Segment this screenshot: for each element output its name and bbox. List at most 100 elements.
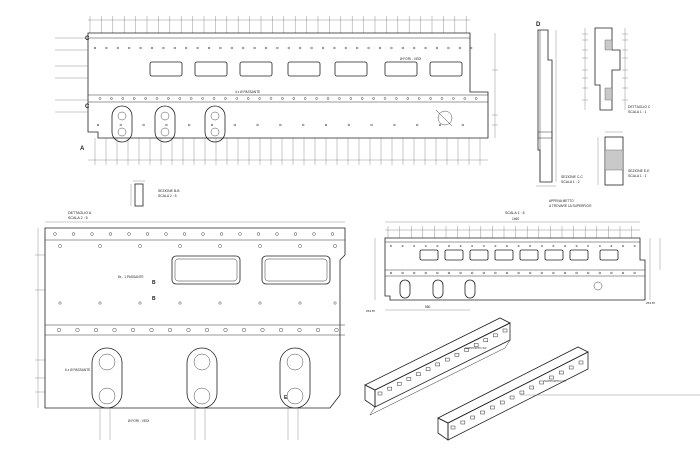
section-d-marker: D — [536, 22, 541, 28]
rectangular-window — [494, 249, 514, 261]
iso-window — [568, 365, 574, 370]
iso-window — [529, 385, 535, 390]
iso-window — [387, 386, 392, 391]
small-hole — [378, 46, 382, 50]
detail-a-slots — [91, 347, 311, 409]
small-hole — [370, 123, 373, 127]
small-hole — [110, 97, 113, 100]
small-hole — [138, 244, 142, 248]
iso-window — [549, 375, 554, 380]
small-hole — [324, 123, 328, 127]
small-hole — [529, 271, 532, 275]
small-hole — [256, 232, 261, 236]
small-hole — [121, 97, 125, 100]
small-hole — [360, 97, 364, 100]
dim-e-marker: E — [284, 395, 288, 401]
small-hole — [241, 327, 247, 333]
tap-note: Ø FORI - VEDI — [400, 57, 421, 61]
small-hole — [150, 46, 154, 50]
small-hole — [395, 97, 398, 100]
small-hole — [461, 123, 464, 127]
small-hole — [204, 327, 210, 333]
small-hole — [303, 97, 307, 100]
rectangular-window — [569, 249, 589, 261]
small-hole — [598, 271, 601, 275]
small-hole — [253, 46, 256, 50]
small-hole — [105, 46, 108, 50]
small-hole — [186, 327, 191, 333]
rectangular-window — [544, 249, 564, 261]
small-hole — [424, 46, 427, 50]
iso-window — [539, 380, 544, 385]
small-hole — [201, 97, 204, 100]
small-hole — [218, 244, 222, 248]
small-hole — [132, 97, 136, 100]
small-hole — [315, 97, 318, 100]
note-burr-2: A TROVARE LA SUPERFICIE — [549, 204, 592, 208]
section-c-marker-2: C — [85, 104, 90, 110]
small-hole — [610, 245, 613, 247]
small-hole — [235, 97, 239, 100]
small-hole — [108, 232, 113, 236]
small-hole — [471, 245, 474, 247]
iso-window — [464, 348, 469, 352]
small-hole — [575, 245, 578, 247]
dim-560: 560 — [425, 305, 431, 309]
small-hole — [506, 245, 508, 247]
iso-part-1 — [364, 317, 511, 416]
small-hole — [96, 123, 100, 127]
iso-window — [454, 352, 460, 357]
iso-window — [499, 400, 505, 405]
section-bb-scale: SCALA 2 : 5 — [158, 194, 177, 198]
small-hole — [188, 123, 191, 127]
rectangular-window — [469, 249, 489, 261]
small-hole — [182, 232, 187, 236]
rectangular-window — [194, 61, 228, 77]
small-hole — [53, 232, 57, 236]
small-hole — [224, 97, 227, 100]
small-hole — [621, 271, 625, 275]
small-hole — [112, 327, 117, 333]
small-hole — [417, 97, 421, 100]
small-hole — [330, 232, 335, 236]
small-hole — [281, 97, 284, 100]
iso-part-2 — [437, 346, 589, 441]
section-d-profile: D — [536, 22, 557, 187]
small-hole — [58, 301, 62, 305]
iso-window — [509, 395, 515, 400]
small-hole — [298, 244, 302, 248]
iso-window — [435, 362, 440, 367]
section-a-marker: A — [80, 146, 85, 152]
dim-total: 1460 — [512, 217, 519, 221]
small-hole — [540, 271, 543, 275]
iso-window — [460, 420, 466, 425]
small-hole — [128, 46, 131, 50]
small-hole — [256, 123, 259, 127]
small-hole — [144, 97, 147, 100]
small-hole — [149, 327, 154, 333]
tap-note-2: 8x - 1 PASSANTE — [118, 275, 144, 279]
small-hole — [310, 46, 313, 50]
small-hole — [275, 232, 279, 236]
small-hole — [390, 46, 393, 50]
small-hole — [293, 232, 298, 236]
small-hole — [494, 245, 497, 247]
slot-group — [111, 105, 453, 143]
small-hole — [155, 97, 159, 100]
small-hole — [315, 327, 321, 333]
small-hole — [119, 123, 122, 127]
small-hole — [448, 245, 450, 247]
section-ee: SEZIONE E-E SCALA 1 : 1 — [597, 131, 650, 186]
small-hole — [116, 46, 119, 50]
small-hole — [98, 301, 102, 305]
small-hole — [383, 97, 387, 100]
small-hole — [178, 301, 182, 305]
small-hole — [71, 232, 76, 236]
iso-window — [578, 360, 584, 365]
detail-a-scale: SCALA 2 : 5 — [68, 216, 88, 220]
section-cc-scale: SCALA 1 : 2 — [561, 180, 580, 184]
detail-a-title: DETTAGLIO A — [68, 211, 92, 215]
small-hole — [552, 271, 555, 275]
rectangular-window — [429, 61, 463, 77]
small-hole — [189, 97, 193, 100]
